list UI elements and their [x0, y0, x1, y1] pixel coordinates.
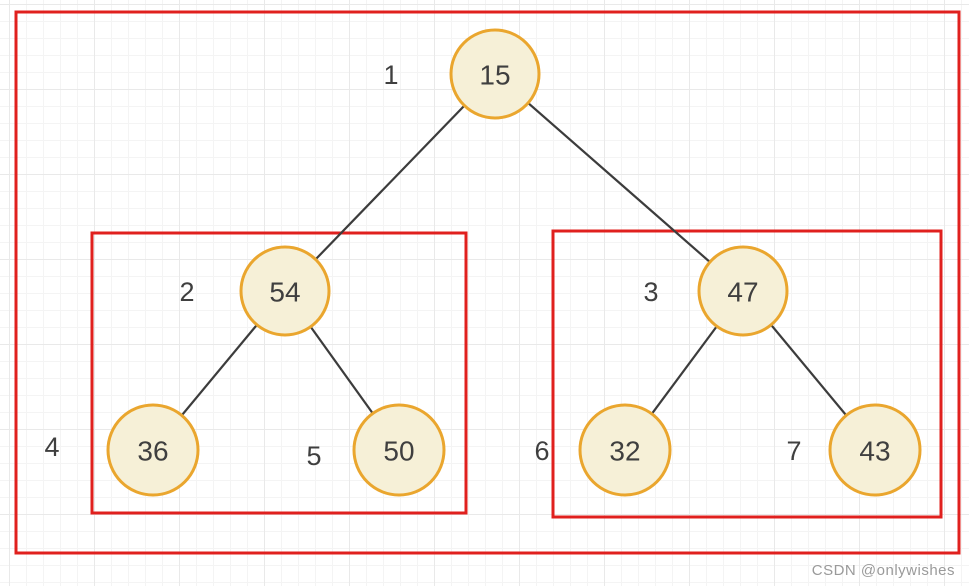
watermark: CSDN @onlywishes [811, 562, 955, 579]
node-value-15: 15 [479, 60, 510, 91]
index-label-1: 1 [383, 60, 398, 90]
edge-15-54 [284, 73, 496, 292]
tree-node-54: 54 [239, 245, 331, 337]
node-value-47: 47 [727, 277, 758, 308]
index-label-2: 2 [179, 277, 194, 307]
tree-node-47: 47 [697, 245, 789, 337]
node-circle-50 [352, 403, 446, 497]
index-label-7: 7 [786, 436, 801, 466]
node-circle-15 [449, 28, 541, 120]
node-circle-36 [106, 403, 200, 497]
region-box-whole-tree [14, 10, 961, 555]
node-value-36: 36 [137, 436, 168, 467]
node-value-43: 43 [859, 436, 890, 467]
node-circle-54 [239, 245, 331, 337]
index-label-5: 5 [306, 441, 321, 471]
tree-node-43: 43 [828, 403, 922, 497]
node-value-50: 50 [383, 436, 414, 467]
node-value-32: 32 [609, 436, 640, 467]
tree-node-50: 50 [352, 403, 446, 497]
edge-15-47 [494, 73, 744, 292]
tree-node-32: 32 [578, 403, 672, 497]
region-box-left-subtree [90, 231, 468, 515]
tree-node-15: 15 [449, 28, 541, 120]
region-box-right-subtree [551, 229, 943, 519]
tree-node-36: 36 [106, 403, 200, 497]
node-circle-47 [697, 245, 789, 337]
node-circle-43 [828, 403, 922, 497]
index-label-3: 3 [643, 277, 658, 307]
index-label-6: 6 [534, 436, 549, 466]
node-circle-32 [578, 403, 672, 497]
node-value-54: 54 [269, 277, 300, 308]
index-label-4: 4 [44, 432, 59, 462]
